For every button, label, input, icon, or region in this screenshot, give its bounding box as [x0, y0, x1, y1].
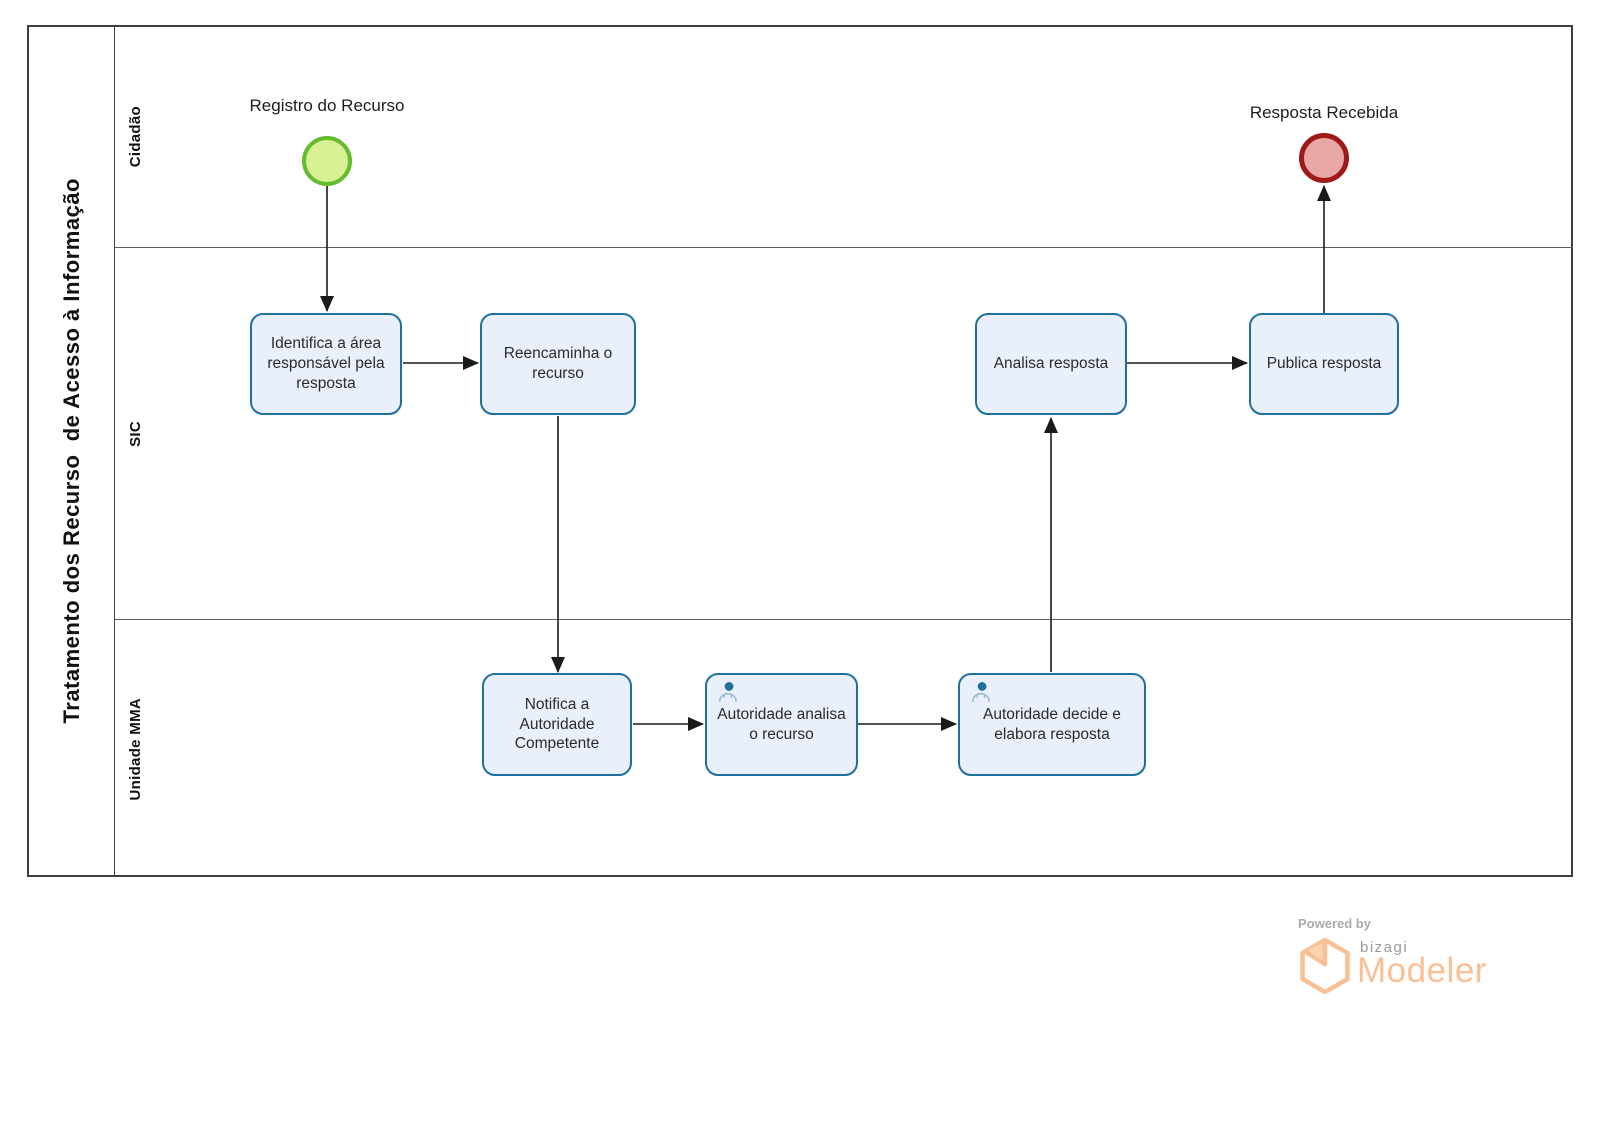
pool-title: Tratamento dos Recurso de Acesso à Infor…: [58, 178, 84, 724]
powered-by-text: Powered by: [1298, 916, 1371, 931]
lane-label-cidadao: Cidadão: [127, 106, 144, 168]
bizagi-branding: Powered by bizagi Modeler: [1298, 916, 1528, 995]
task-label: Notifica a Autoridade Competente: [514, 695, 600, 753]
modeler-wordmark: Modeler: [1357, 951, 1487, 990]
user-task-icon: [718, 682, 738, 702]
task-analisa-resposta: Analisa resposta: [975, 313, 1127, 415]
user-task-icon: [971, 682, 991, 702]
task-notifica-autoridade: Notifica a Autoridade Competente: [482, 673, 632, 776]
task-label: Analisa resposta: [993, 355, 1109, 373]
lane-unidade-mma: Unidade MMA: [115, 619, 1573, 879]
lane-sic: SIC: [115, 247, 1573, 619]
task-label: Identifica a área responsável pela respo…: [267, 335, 385, 392]
task-label: Autoridade analisa o recurso: [717, 705, 846, 743]
end-event-label: Resposta Recebida: [1249, 103, 1399, 122]
task-label: Publica resposta: [1266, 355, 1382, 373]
task-identifica-area: Identifica a área responsável pela respo…: [250, 313, 402, 415]
lane-label-unidade-mma: Unidade MMA: [127, 698, 144, 801]
pool-title-column: Tratamento dos Recurso de Acesso à Infor…: [29, 27, 115, 875]
start-event-registro-do-recurso: [302, 136, 352, 186]
bizagi-hexagon-icon: [1300, 937, 1350, 995]
user-task-autoridade-decide: Autoridade decide e elabora resposta: [958, 673, 1146, 776]
task-publica-resposta: Publica resposta: [1249, 313, 1399, 415]
end-event-resposta-recebida: [1299, 133, 1349, 183]
task-reencaminha-recurso: Reencaminha o recurso: [480, 313, 636, 415]
task-label: Autoridade decide e elabora resposta: [983, 705, 1121, 743]
pool-tratamento-recurso: Tratamento dos Recurso de Acesso à Infor…: [27, 25, 1573, 877]
task-label: Reencaminha o recurso: [503, 345, 613, 382]
start-event-label: Registro do Recurso: [249, 96, 405, 115]
lane-label-sic: SIC: [127, 420, 144, 447]
user-task-autoridade-analisa: Autoridade analisa o recurso: [705, 673, 858, 776]
bizagi-wordmark: bizagi: [1360, 939, 1409, 956]
